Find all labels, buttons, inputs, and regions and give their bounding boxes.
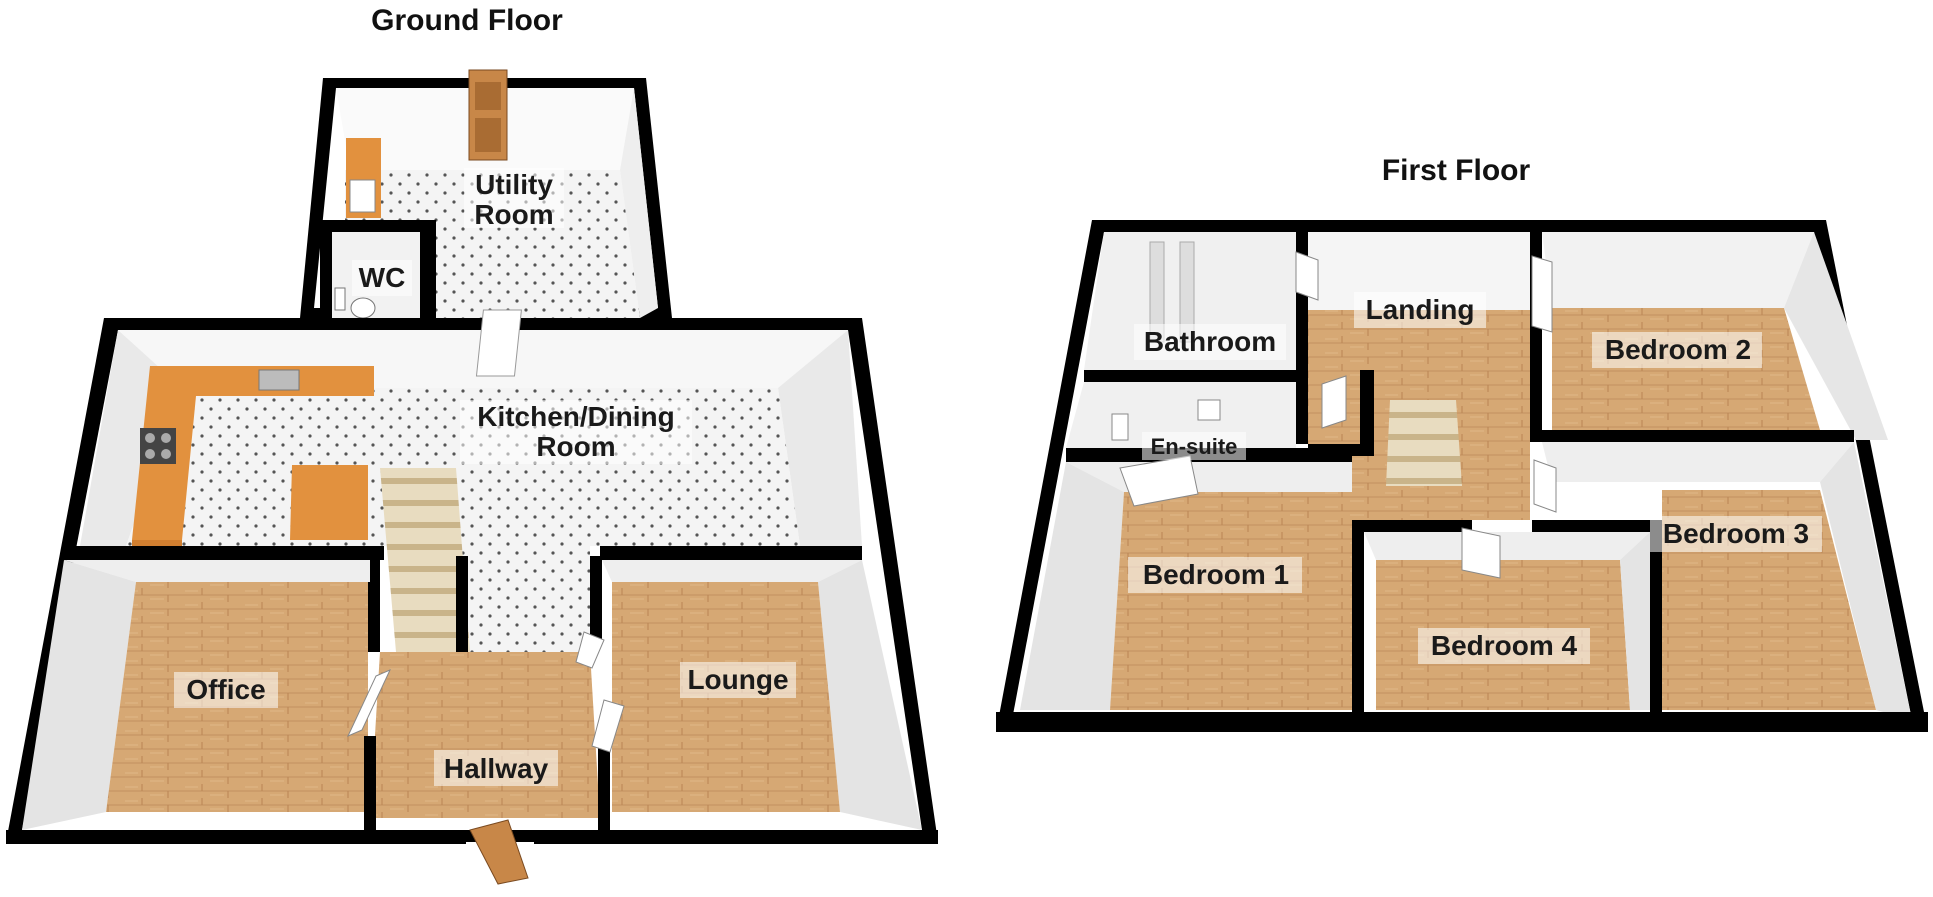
room-label-bathroom: Bathroom (1144, 326, 1276, 357)
kitchen-worktop (132, 366, 374, 540)
room-label-landing: Landing (1366, 294, 1475, 325)
bedroom2-floor (1552, 308, 1820, 430)
front-door (469, 819, 529, 885)
toilet-icon (350, 297, 376, 319)
room-label-kitchen-2: Room (536, 431, 615, 462)
office-door (346, 669, 392, 737)
lounge-door (591, 699, 625, 753)
room-label-lounge: Lounge (687, 664, 788, 695)
ground-floor-title: Ground Floor (371, 4, 563, 37)
room-label-bedroom3: Bedroom 3 (1663, 518, 1809, 549)
basin-icon (1197, 399, 1221, 421)
room-label-bedroom1: Bedroom 1 (1143, 559, 1289, 590)
room-label-utility: Utility (475, 169, 553, 200)
bedroom1-floor (1110, 492, 1352, 710)
hallway-floor (370, 652, 600, 818)
room-label-kitchen: Kitchen/Dining (477, 401, 675, 432)
room-label-bedroom4: Bedroom 4 (1431, 630, 1578, 661)
room-label-hallway: Hallway (444, 753, 549, 784)
ground-main-block (6, 309, 938, 885)
ground-stairs (380, 468, 470, 652)
sink-icon (258, 369, 300, 391)
room-label-ensuite: En-suite (1151, 434, 1238, 459)
first-floor-labels: Bathroom Landing Bedroom 2 En-suite Bedr… (1128, 292, 1822, 664)
first-floor-title: First Floor (1382, 154, 1531, 187)
room-label-wc: WC (359, 262, 406, 293)
ground-floor-labels: Utility Room WC Kitchen/Dining Room Offi… (174, 168, 796, 786)
first-stairs (1386, 400, 1462, 486)
room-label-utility-2: Room (474, 199, 553, 230)
room-label-bedroom2: Bedroom 2 (1605, 334, 1751, 365)
room-label-office: Office (186, 674, 265, 705)
hob-icon (140, 428, 176, 464)
kitchen-door (475, 309, 522, 377)
